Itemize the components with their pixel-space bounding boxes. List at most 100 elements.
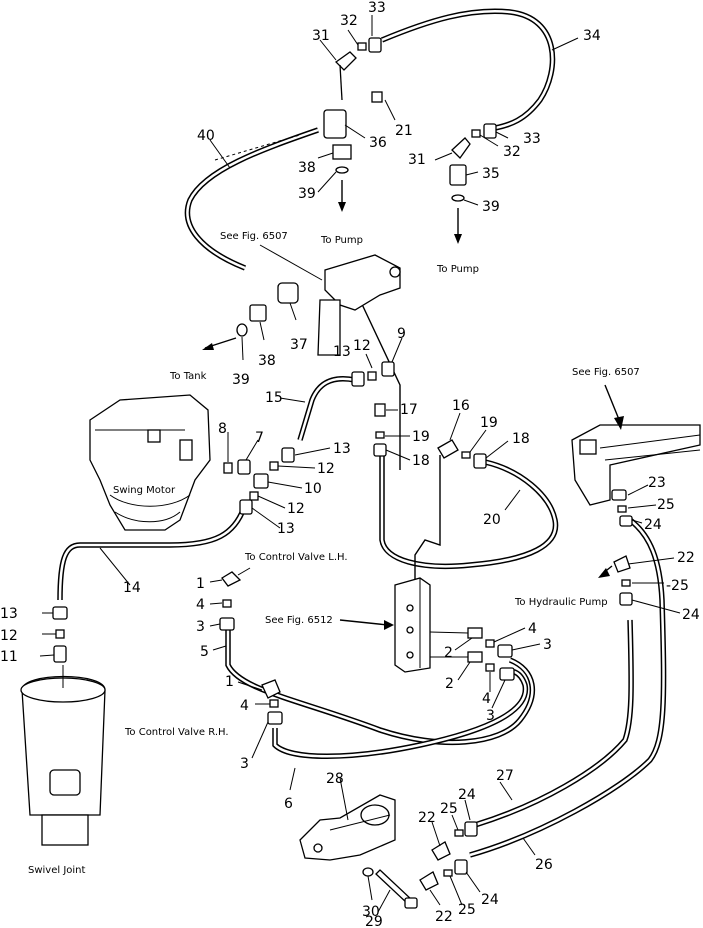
nut-13c: [239, 499, 253, 515]
nut-3d: [267, 711, 283, 725]
callout-32: 32: [503, 144, 521, 160]
callout-35: 35: [482, 166, 500, 182]
callout-4: 4: [528, 621, 537, 637]
callout-39: 39: [232, 372, 250, 388]
adapter-38b: [249, 304, 267, 322]
nut-33b: [483, 123, 497, 139]
swing-motor-label: Swing Motor: [113, 485, 176, 496]
callout-14: 14: [123, 580, 141, 596]
callout-31: 31: [408, 152, 426, 168]
callout-3: 3: [543, 637, 552, 653]
callout-9: 9: [397, 326, 406, 342]
nipple-32a: [357, 42, 367, 51]
callout-3: 3: [486, 708, 495, 724]
elbow-31b: [451, 137, 471, 160]
callout-19: 19: [412, 429, 430, 445]
plug-21: [371, 91, 383, 103]
callout-19: 19: [480, 415, 498, 431]
callout-26: 26: [535, 857, 553, 873]
see-fig-6507-right: See Fig. 6507: [572, 367, 640, 378]
nipple-12a: [367, 371, 377, 381]
elbow-1b: [261, 679, 281, 699]
callout-33: 33: [523, 131, 541, 147]
callout-13: 13: [333, 441, 351, 457]
adapter-2b: [467, 651, 483, 663]
see-fig-6507-top: See Fig. 6507: [220, 231, 288, 242]
callout-27: 27: [496, 768, 514, 784]
callout-31: 31: [312, 28, 330, 44]
callout-32: 32: [340, 13, 358, 29]
nut-24a: [619, 515, 633, 527]
oring-39a: [335, 166, 349, 174]
callout-7: 7: [255, 430, 264, 446]
oring-39c: [236, 323, 248, 337]
callout-2: 2: [444, 645, 453, 661]
callout-33: 33: [368, 0, 386, 16]
callout-36: 36: [369, 135, 387, 151]
elbow-9: [381, 361, 395, 377]
callout-13: 13: [277, 521, 295, 537]
nipple-25d: [443, 869, 453, 877]
nipple-4c: [485, 663, 495, 672]
to-pump-label-1: To Pump: [320, 235, 363, 246]
callout-39: 39: [482, 199, 500, 215]
nipple-19b: [461, 451, 471, 459]
nipple-12d: [55, 629, 65, 639]
plug-8: [223, 462, 233, 474]
nipple-12b: [269, 461, 279, 471]
valve-block-6507-right: [571, 424, 701, 506]
elbow-22b: [431, 841, 451, 861]
callout-37: 37: [290, 337, 308, 353]
nut-13a: [351, 371, 365, 387]
nipple-4d: [269, 699, 279, 708]
hand-pump-28: [299, 794, 396, 861]
callout-20: 20: [483, 512, 501, 528]
nut-18b: [473, 453, 487, 469]
nipple-25b: [621, 579, 631, 587]
washer-30: [362, 867, 374, 877]
callout-4: 4: [482, 691, 491, 707]
callout-25: 25: [440, 801, 458, 817]
nut-24b: [619, 592, 633, 606]
elbow-23: [611, 489, 627, 501]
nipple-32b: [471, 129, 481, 138]
adapter-2a: [467, 627, 483, 639]
callout-24: 24: [481, 892, 499, 908]
swivel-joint: [20, 665, 106, 846]
callout-12: 12: [353, 338, 371, 354]
callout-3: 3: [240, 756, 249, 772]
callout-1: 1: [196, 576, 205, 592]
callout-28: 28: [326, 771, 344, 787]
hose-20: [379, 455, 559, 570]
connector-11: [53, 645, 67, 663]
callout-24: 24: [458, 787, 476, 803]
elbow-16: [437, 439, 459, 459]
nipple-25c: [454, 829, 464, 837]
callout-6: 6: [284, 796, 293, 812]
callout-22: 22: [435, 909, 453, 925]
nut-3a: [219, 617, 235, 631]
callout-40: 40: [197, 128, 215, 144]
callout-13: 13: [0, 606, 18, 622]
callout-24: 24: [682, 607, 700, 623]
control-valve-6512: [394, 577, 431, 673]
callout-18: 18: [512, 431, 530, 447]
callout-23: 23: [648, 475, 666, 491]
callout-13: 13: [333, 344, 351, 360]
swivel-joint-label: Swivel Joint: [28, 865, 86, 876]
to-control-valve-lh: To Control Valve L.H.: [244, 552, 348, 563]
nut-3b: [497, 644, 513, 658]
callout-12: 12: [0, 628, 18, 644]
callout-24: 24: [644, 517, 662, 533]
elbow-37: [277, 282, 299, 304]
nipple-4a: [222, 599, 232, 608]
callout-39: 39: [298, 186, 316, 202]
adapter-7: [237, 459, 251, 475]
callout-12: 12: [317, 461, 335, 477]
see-fig-6512: See Fig. 6512: [265, 615, 333, 626]
callout-34: 34: [583, 28, 601, 44]
connector-17: [374, 403, 386, 417]
